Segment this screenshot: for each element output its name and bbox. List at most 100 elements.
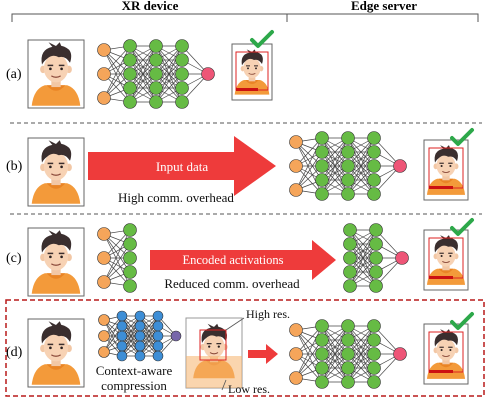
arrow-right-icon (88, 136, 276, 196)
network-edge (347, 151, 375, 195)
arrow-encoded-activations: Encoded activations Reduced comm. overhe… (150, 240, 336, 291)
network-node (315, 319, 329, 333)
network-edge (321, 151, 349, 195)
network-node (367, 187, 381, 201)
network-node (152, 310, 164, 322)
input-image-a (27, 39, 85, 109)
network-node (367, 173, 381, 187)
neural-network-c-server (343, 223, 409, 293)
network-edge (295, 137, 323, 191)
network-node (315, 347, 329, 361)
network-node (98, 346, 110, 358)
network-node (289, 323, 303, 337)
network-node (369, 251, 383, 265)
network-node (289, 183, 303, 197)
network-edge (347, 137, 375, 181)
network-node (315, 145, 329, 159)
compression-network (98, 310, 182, 362)
network-node (367, 347, 381, 361)
network-node (123, 39, 137, 53)
high-res-label: High res. (246, 307, 290, 321)
network-node (201, 67, 215, 81)
network-node (369, 223, 383, 237)
input-image-d (27, 318, 85, 388)
network-node (341, 145, 355, 159)
network-node (341, 375, 355, 389)
network-edge (349, 229, 377, 273)
network-edge (349, 243, 377, 287)
network-edge (155, 45, 183, 89)
network-node (152, 320, 164, 332)
network-edge (103, 45, 131, 99)
edge-server-heading: Edge server (351, 0, 417, 13)
network-edge (295, 339, 323, 379)
compression-label-2: compression (101, 378, 167, 393)
row-dividers (10, 122, 482, 215)
neural-network-c-device (97, 223, 137, 293)
checkmark-icon (450, 128, 474, 146)
network-node (170, 330, 182, 342)
network-node (152, 350, 164, 362)
network-edge (103, 229, 131, 283)
network-node (97, 67, 111, 81)
network-node (341, 187, 355, 201)
network-node (97, 275, 111, 289)
network-node (395, 251, 409, 265)
network-node (315, 131, 329, 145)
network-node (367, 145, 381, 159)
network-node (152, 330, 164, 342)
network-node (369, 237, 383, 251)
arrow-right-icon (248, 344, 278, 364)
checkmark-icon (450, 312, 474, 330)
network-edge (321, 137, 349, 181)
output-image-b (423, 139, 469, 201)
network-node (341, 361, 355, 375)
network-node (343, 279, 357, 293)
row-d-label: (d) (6, 345, 23, 360)
network-node (341, 131, 355, 145)
network-node (341, 333, 355, 347)
network-node (341, 319, 355, 333)
network-node (315, 375, 329, 389)
network-edge (121, 315, 141, 347)
network-edge (295, 151, 323, 191)
network-edge (103, 243, 131, 283)
network-edge (103, 59, 131, 99)
network-node (98, 314, 110, 326)
network-node (134, 350, 146, 362)
network-node (149, 39, 163, 53)
network-node (393, 347, 407, 361)
network-node (289, 159, 303, 173)
arrow-right-icon (150, 240, 336, 280)
network-node (367, 159, 381, 173)
network-node (343, 251, 357, 265)
network-node (175, 67, 189, 81)
network-edge (121, 325, 141, 357)
row-d-dashed-frame (5, 299, 485, 397)
arrow-input-data-label: Input data (156, 159, 209, 174)
network-node (367, 319, 381, 333)
network-node (341, 159, 355, 173)
checkmark-icon (450, 218, 474, 236)
network-node (116, 330, 128, 342)
neural-network-b (289, 131, 407, 201)
network-node (116, 310, 128, 322)
network-node (149, 95, 163, 109)
network-edge (295, 141, 323, 181)
network-node (134, 330, 146, 342)
output-image-a (231, 43, 273, 101)
network-node (97, 227, 111, 241)
network-node (123, 81, 137, 95)
network-node (97, 91, 111, 105)
network-node (149, 81, 163, 95)
network-node (289, 371, 303, 385)
network-node (175, 95, 189, 109)
network-node (343, 265, 357, 279)
checkmark-icons (250, 30, 474, 330)
network-edge (295, 329, 323, 369)
network-node (116, 340, 128, 352)
network-node (315, 187, 329, 201)
network-node (134, 340, 146, 352)
output-image-d (423, 323, 469, 385)
network-edge (103, 233, 131, 273)
